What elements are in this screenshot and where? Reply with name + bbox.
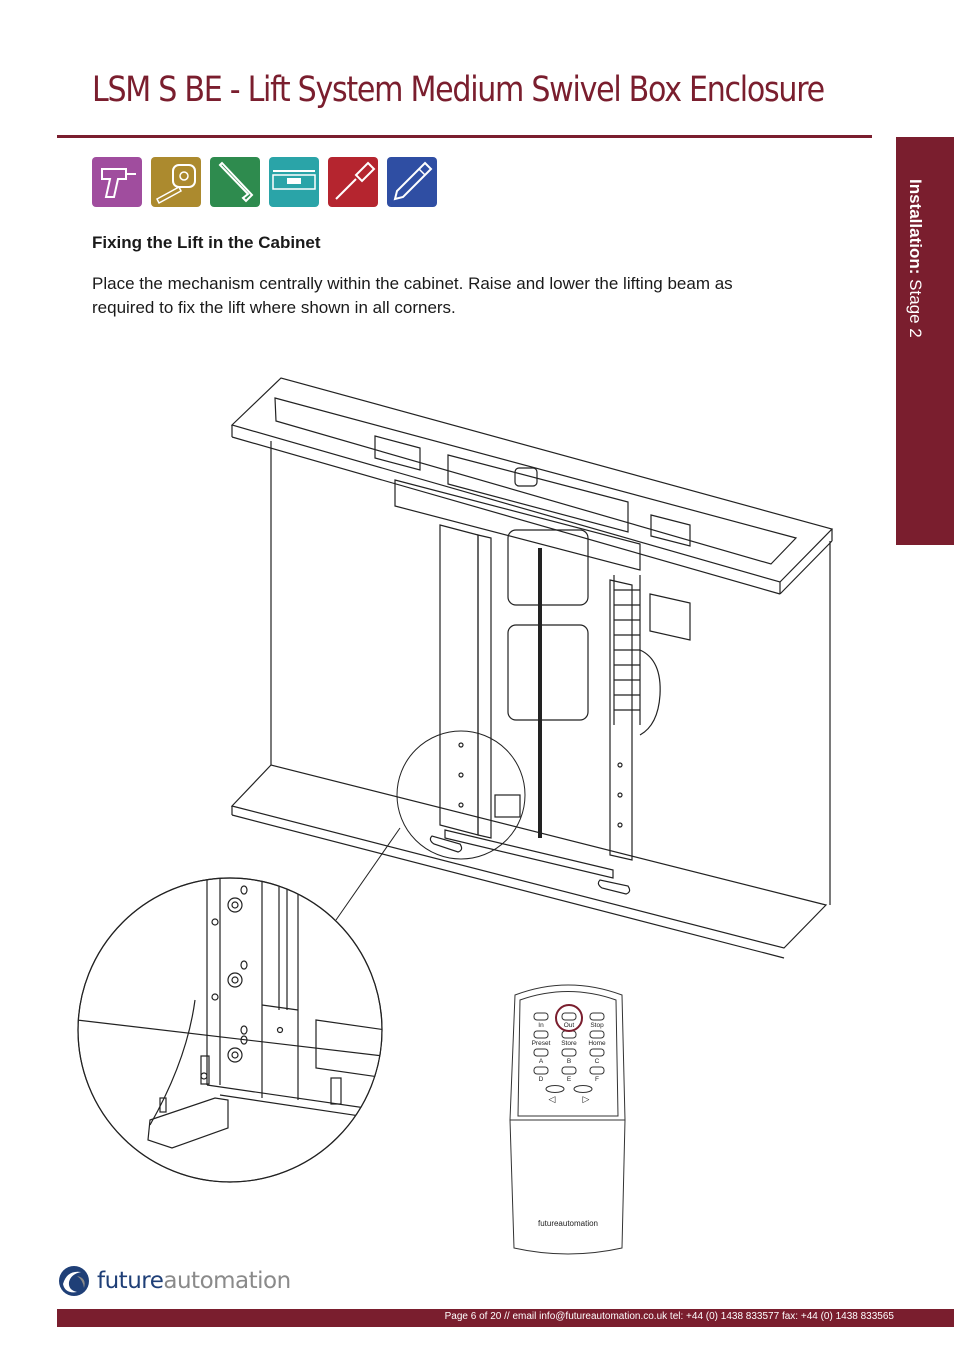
remote-label-stop: Stop — [590, 1022, 604, 1029]
callout-leader-line — [335, 827, 401, 921]
remote-label-out: Out — [564, 1022, 575, 1029]
remote-label-a: A — [539, 1058, 544, 1065]
remote-label-e: E — [567, 1076, 572, 1083]
screwdriver-icon — [328, 157, 378, 207]
page-title: LSM S BE - Lift System Medium Swivel Box… — [92, 70, 825, 110]
out-button-highlight — [555, 1004, 583, 1032]
detail-callout-circle — [396, 730, 526, 860]
detail-zoom — [77, 877, 383, 1183]
company-logo: futureautomation — [57, 1263, 291, 1299]
tape-measure-icon — [151, 157, 201, 207]
spirit-level-icon — [269, 157, 319, 207]
remote-label-d: D — [539, 1076, 544, 1083]
footer-contact-text: Page 6 of 20 // email info@futureautomat… — [444, 1311, 894, 1322]
remote-label-preset: Preset — [532, 1040, 551, 1047]
logo-swirl-icon — [59, 1266, 89, 1296]
cabinet-frame — [230, 377, 834, 959]
remote-label-store: Store — [561, 1040, 577, 1047]
remote-buttons — [533, 1012, 605, 1093]
footer-bar: Page 6 of 20 // email info@futureautomat… — [57, 1309, 954, 1327]
remote-label-c: C — [595, 1058, 600, 1065]
left-arrow-icon: ◁ — [549, 1094, 556, 1104]
allen-key-icon — [210, 157, 260, 207]
section-side-tab: Installation: Stage 2 — [896, 137, 954, 545]
instruction-text: Place the mechanism centrally within the… — [92, 274, 733, 317]
remote-label-home: Home — [588, 1040, 606, 1047]
right-arrow-icon: ▷ — [583, 1094, 590, 1104]
logo-wordmark: futureautomation — [97, 1268, 291, 1294]
logo-text-automation: automation — [163, 1268, 291, 1294]
required-tools — [92, 157, 437, 207]
drill-icon — [92, 157, 142, 207]
remote-label-f: F — [595, 1076, 599, 1083]
title-divider — [57, 135, 872, 138]
remote-label-b: B — [567, 1058, 571, 1065]
pencil-icon — [387, 157, 437, 207]
remote-label-in: In — [538, 1022, 544, 1029]
lift-mechanism — [374, 435, 691, 895]
section-heading: Fixing the Lift in the Cabinet — [92, 233, 321, 252]
remote-brand-label: futureautomation — [538, 1219, 598, 1228]
logo-text-future: future — [97, 1268, 164, 1294]
